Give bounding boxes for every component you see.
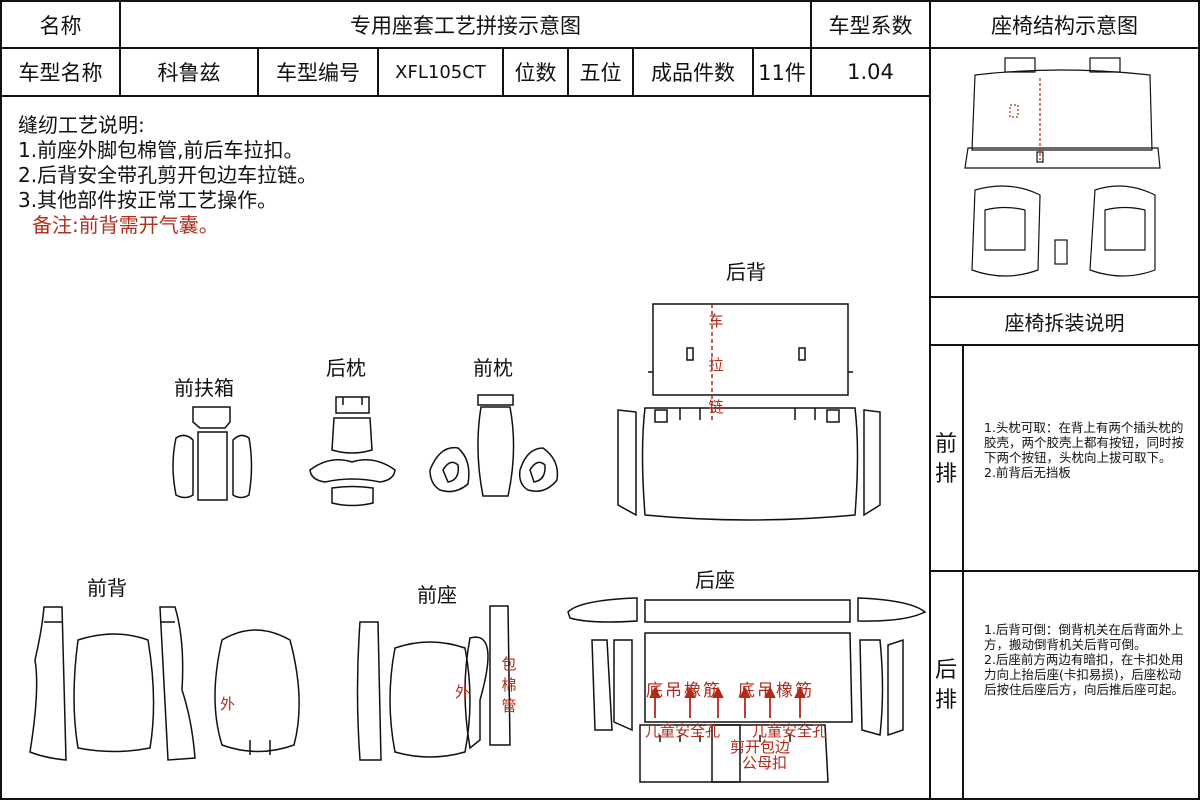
disassembly-title-divider: [930, 344, 1200, 346]
front-armrest-pattern: [172, 406, 253, 501]
zipper-char-2: 拉: [708, 356, 724, 374]
rear-headrest-pattern: [309, 396, 396, 507]
struct-title: 座椅结构示意图: [991, 13, 1138, 38]
info-col-c: [502, 47, 504, 96]
notes-remark: 备注:前背需开气囊。: [32, 213, 219, 237]
cotton-tube-char-2: 棉: [501, 676, 517, 694]
info-col-b: [377, 47, 379, 96]
header-divider: [0, 47, 930, 49]
cotton-tube-char-3: 管: [501, 697, 517, 715]
disassembly-title: 座椅拆装说明: [1004, 310, 1125, 335]
info-col-a: [257, 47, 259, 96]
model-name: 科鲁兹: [157, 61, 221, 85]
notes-item-1: 1.前座外脚包棉管,前后车拉扣。: [18, 138, 304, 162]
front-seat-outer-mark: 外: [455, 683, 471, 701]
male-buckle-note: 公母扣: [742, 754, 788, 772]
struct-title-divider: [930, 47, 1200, 49]
cut-edge-note: 剪开包边: [730, 738, 791, 756]
name-label: 名称: [39, 13, 82, 38]
rows-divider: [930, 570, 1200, 572]
info-col-e: [632, 47, 634, 96]
rear-row-label: 后排: [934, 656, 960, 716]
label-rear-seat: 后座: [695, 568, 735, 592]
info-col-d: [567, 47, 569, 96]
border-right: [1198, 0, 1200, 800]
notes-heading: 缝纫工艺说明:: [18, 113, 145, 137]
label-front-seat: 前座: [417, 583, 457, 607]
seat-structure-thumbnail: [964, 57, 1161, 277]
label-rear-headrest: 后枕: [326, 356, 366, 380]
row-label-divider: [962, 345, 964, 800]
zipper-char-1: 车: [708, 312, 724, 330]
label-front-back: 前背: [87, 576, 127, 600]
front-seat-pattern: [356, 605, 511, 761]
info-divider: [0, 95, 930, 97]
notes-item-3: 3.其他部件按正常工艺操作。: [18, 188, 278, 212]
border-left: [0, 0, 2, 800]
seats-label: 位数: [514, 61, 557, 85]
child-seat-hole-right: 儿童安全孔: [752, 722, 828, 740]
notes-item-2: 2.后背安全带孔剪开包边车拉链。: [18, 163, 318, 187]
header-col-2: [810, 0, 812, 96]
rear-back-pattern: [617, 303, 881, 521]
sheet-title: 专用座套工艺拼接示意图: [350, 13, 581, 38]
child-seat-hole-left: 儿童安全孔: [645, 722, 721, 740]
model-name-label: 车型名称: [18, 61, 103, 85]
front-back-outer-mark: 外: [220, 695, 236, 713]
hang-rubber-right: 底吊橡筋: [738, 681, 814, 701]
hang-rubber-left: 底吊橡筋: [646, 681, 722, 701]
border-bottom: [0, 798, 1200, 800]
header-col-1: [119, 0, 121, 96]
label-rear-back: 后背: [726, 260, 766, 284]
info-col-f: [752, 47, 754, 96]
struct-bottom-divider: [930, 296, 1200, 298]
front-row-instructions: 1.头枕可取：在背上有两个插头枕的胶壳，两个胶壳上都有按钮，同时按下两个按钮，头…: [984, 420, 1185, 480]
seats-value: 五位: [579, 61, 622, 85]
label-front-headrest: 前枕: [473, 356, 513, 380]
cotton-tube-char-1: 包: [501, 655, 517, 673]
pieces-value: 11件: [758, 61, 806, 85]
sewing-notes: 缝纫工艺说明: 1.前座外脚包棉管,前后车拉扣。 2.后背安全带孔剪开包边车拉链…: [18, 113, 317, 238]
front-row-label-text: 前排: [934, 432, 957, 487]
zipper-char-3: 链: [708, 398, 724, 416]
pieces-label: 成品件数: [651, 61, 735, 85]
rear-row-label-text: 后排: [934, 658, 957, 713]
front-headrest-pattern: [429, 394, 559, 497]
rear-row-instructions: 1.后背可倒：倒背机关在后背面外上方，搬动倒背机关后背可倒。 2.后座前方两边有…: [984, 622, 1185, 697]
right-panel-divider: [929, 0, 931, 800]
model-code-label: 车型编号: [276, 61, 360, 85]
label-front-armrest: 前扶箱: [174, 376, 234, 400]
rear-seat-pattern: [567, 597, 927, 783]
coef-value: 1.04: [847, 60, 894, 84]
model-code: XFL105CT: [395, 61, 486, 83]
front-row-label: 前排: [934, 430, 960, 490]
coef-label: 车型系数: [828, 13, 913, 38]
border-top: [0, 0, 1200, 2]
front-back-pattern: [29, 606, 300, 761]
